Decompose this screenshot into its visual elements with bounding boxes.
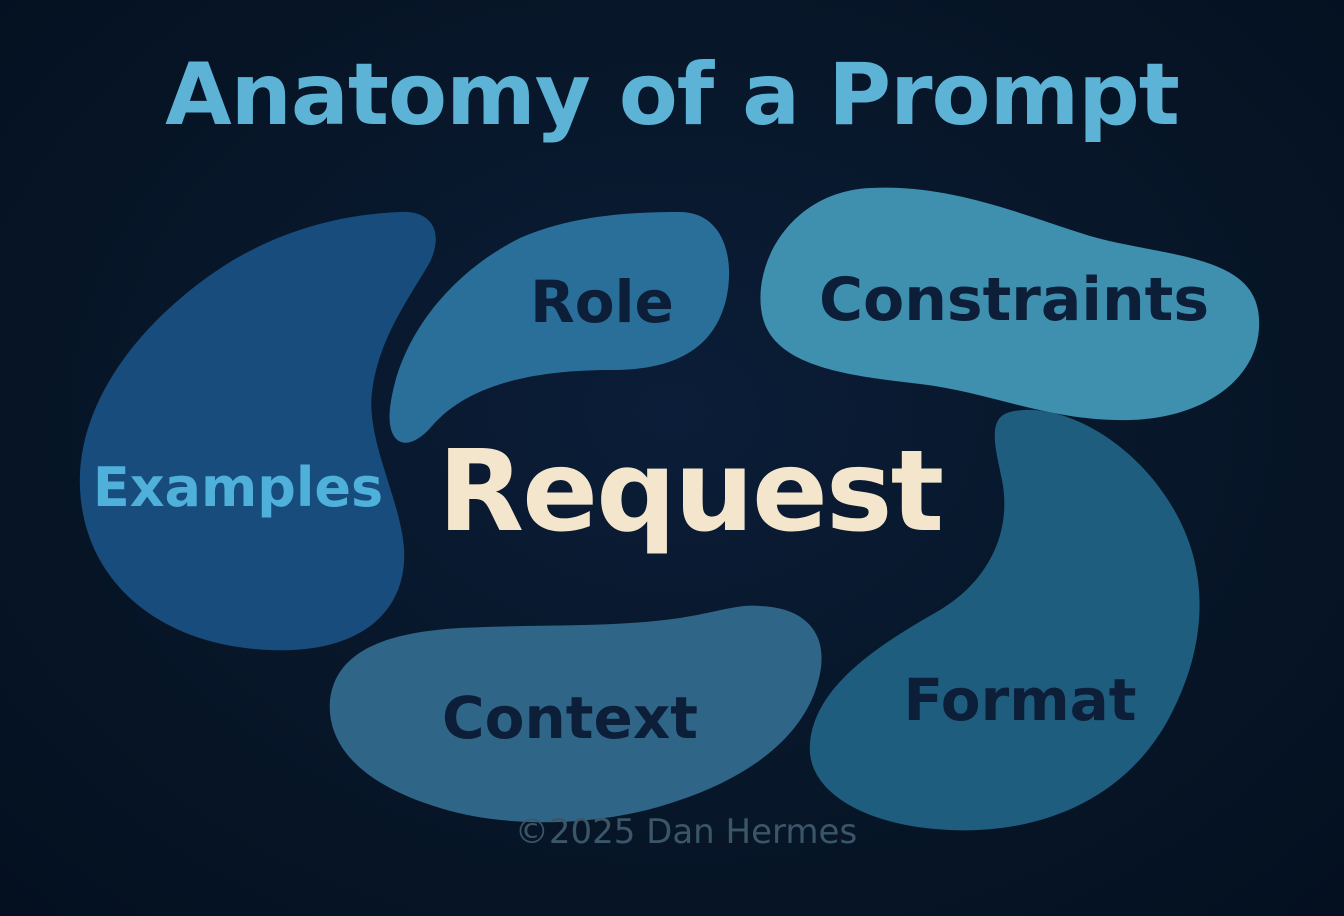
segment-label-format: Format bbox=[903, 666, 1137, 734]
blob-context bbox=[329, 605, 822, 823]
segment-label-examples: Examples bbox=[92, 456, 384, 519]
copyright-watermark: ©2025 Dan Hermes bbox=[514, 812, 858, 852]
segment-label-role: Role bbox=[530, 268, 674, 336]
segment-label-context: Context bbox=[442, 684, 698, 752]
blob-examples bbox=[79, 211, 436, 651]
blob-role bbox=[389, 212, 730, 443]
blob-constraints bbox=[760, 187, 1260, 421]
center-label-request: Request bbox=[437, 427, 944, 557]
diagram-title: Anatomy of a Prompt bbox=[165, 45, 1180, 145]
segment-label-constraints: Constraints bbox=[818, 265, 1210, 335]
blob-format bbox=[809, 409, 1200, 831]
